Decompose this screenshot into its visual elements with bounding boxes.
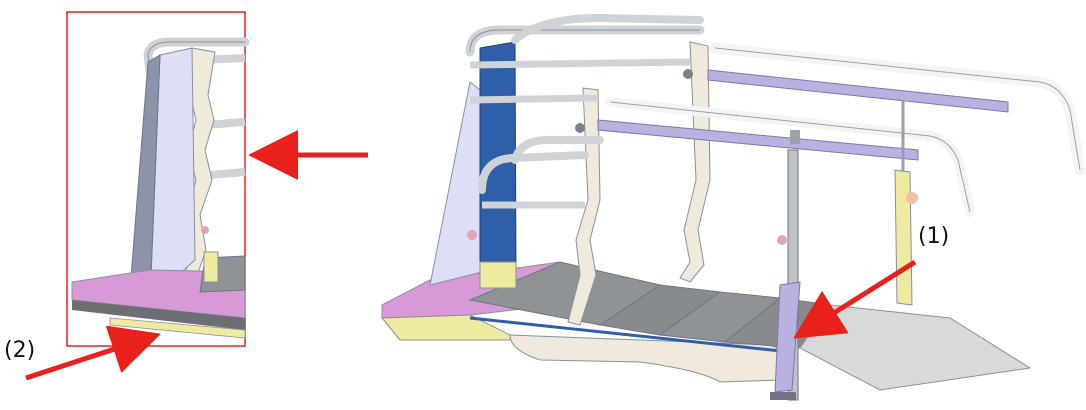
arrow-icon bbox=[25, 325, 162, 381]
mid-rail-2 bbox=[469, 94, 599, 104]
arrow-icon bbox=[793, 259, 917, 339]
left-panel-light bbox=[429, 81, 483, 286]
rail-clamp bbox=[790, 130, 800, 144]
cream-upright-left bbox=[567, 87, 601, 326]
cream-upright-middle bbox=[679, 41, 711, 283]
yellow-underside bbox=[380, 314, 521, 341]
inset-detail bbox=[66, 11, 250, 347]
inset-yellow-block bbox=[203, 251, 219, 283]
lavender-rail-upper bbox=[707, 69, 1009, 113]
knob-icon bbox=[575, 123, 585, 133]
inset-lower-frame bbox=[72, 300, 245, 330]
knob-icon bbox=[683, 69, 693, 79]
left-panel-yellow-foot bbox=[479, 261, 517, 289]
blue-edge-strip bbox=[469, 316, 791, 354]
post-foot bbox=[770, 392, 796, 400]
ramp bbox=[799, 304, 1032, 391]
callout-label-1: (1) bbox=[918, 224, 950, 249]
knob-icon bbox=[201, 226, 209, 234]
mid-rail-1 bbox=[469, 58, 691, 69]
inset-yellow-foot bbox=[109, 317, 246, 339]
lavender-rail-lower bbox=[597, 119, 919, 161]
knob-icon bbox=[467, 230, 477, 240]
arch-rail bbox=[511, 13, 704, 44]
callout-label-2: (2) bbox=[4, 338, 36, 363]
right-rear-post bbox=[894, 169, 913, 306]
main-apparatus bbox=[380, 13, 1086, 401]
inset-rail-4 bbox=[209, 168, 246, 179]
middle-curved-rail bbox=[511, 136, 604, 164]
knob-icon bbox=[777, 235, 787, 245]
knob-icon bbox=[906, 192, 918, 204]
